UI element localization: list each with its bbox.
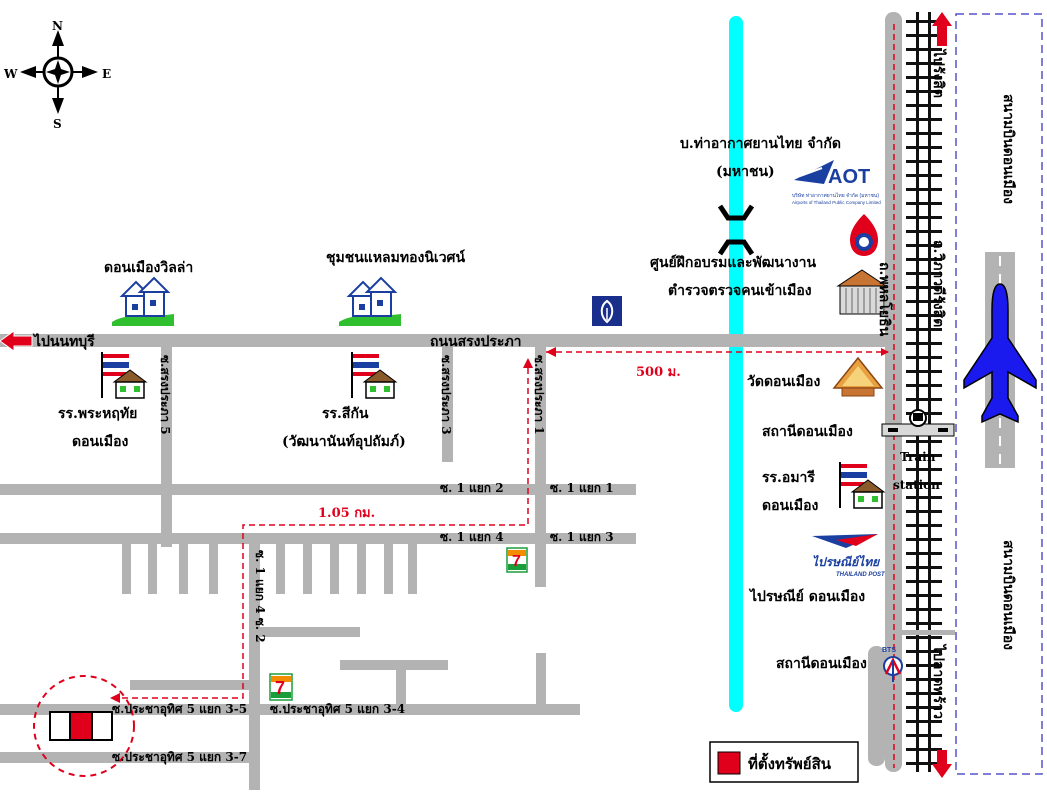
villa-label: ดอนเมืองวิลล่า bbox=[104, 260, 193, 276]
bridge-icon bbox=[717, 204, 755, 256]
school3-label-line2: ดอนเมือง bbox=[762, 498, 818, 514]
to-ladprao-label: ไปลาดพร้าว bbox=[930, 643, 948, 719]
rangsit-arrow-icon bbox=[932, 12, 952, 46]
compass-w: W bbox=[3, 67, 18, 81]
school1-label-line1: รร.พระหฤทัย bbox=[58, 406, 137, 422]
soi-3-5-road bbox=[0, 704, 580, 715]
aot-label-line2: (มหาชน) bbox=[716, 164, 775, 180]
bank-icon bbox=[592, 296, 622, 326]
seven-eleven-label: 7 bbox=[512, 553, 521, 570]
soi-1-4-label: ซ. 1 แยก 4 bbox=[440, 530, 504, 544]
to-rangsit-label: ไปรังสิต bbox=[930, 48, 948, 98]
property-marker bbox=[33, 675, 135, 777]
soi-1-1-label: ซ. 1 แยก 1 bbox=[550, 481, 614, 495]
road-network bbox=[0, 12, 902, 790]
route-105km bbox=[110, 358, 533, 703]
soi-1-4-2-road bbox=[249, 544, 260, 790]
airport-label-bottom: สนามบินดอนเมือง bbox=[1000, 540, 1016, 650]
post-logo-en: THAILAND POST bbox=[836, 572, 886, 578]
school2-label-line1: รร.สีกัน bbox=[322, 406, 369, 422]
distance-105km-label: 1.05 กม. bbox=[318, 506, 375, 521]
school-icon bbox=[351, 352, 398, 399]
post-logo-th: ไปรษณีย์ไทย bbox=[812, 554, 880, 569]
nonthaburi-arrow-icon bbox=[0, 330, 33, 352]
bts-logo-text: BTS bbox=[882, 647, 896, 654]
bts-station-label: สถานีดอนเมือง bbox=[776, 656, 867, 672]
house-icon bbox=[339, 276, 401, 326]
train-station-icon bbox=[881, 409, 955, 437]
aot-logo-text: AOT bbox=[828, 166, 870, 188]
seven-eleven-label: 7 bbox=[275, 678, 285, 698]
route-500m bbox=[546, 347, 889, 357]
distance-500m-label: 500 ม. bbox=[636, 365, 681, 380]
post-office-label: ไปรษณีย์ ดอนเมือง bbox=[748, 587, 865, 605]
house-icon bbox=[112, 276, 174, 326]
legend-label: ที่ตั้งทรัพย์สิน bbox=[748, 752, 832, 773]
train-label-line1: Train bbox=[900, 450, 936, 464]
compass-s: S bbox=[53, 117, 62, 131]
soi-1-4-2-label: ซ. 1 แยก 4 ซ. 2 bbox=[253, 550, 267, 643]
compass-n: N bbox=[52, 19, 63, 33]
aot-logo-sub2: Airports of Thailand Public Company Limi… bbox=[792, 200, 881, 205]
to-nonthaburi-label: ไปนนทบุรี bbox=[32, 332, 95, 350]
soi-1-2-road bbox=[0, 484, 636, 495]
seven-eleven-icon: 7 bbox=[269, 673, 293, 701]
soi-sarng-1-road bbox=[535, 347, 546, 587]
canal bbox=[729, 16, 743, 712]
phahon-road bbox=[885, 12, 902, 772]
government-building-icon bbox=[836, 269, 888, 315]
compass-rose: N S W E bbox=[3, 19, 111, 131]
airplane-icon bbox=[963, 283, 1037, 424]
soi-3-5-label: ซ.ประชาอุทิศ 5 แยก 3-5 bbox=[112, 702, 247, 717]
compass-e: E bbox=[102, 67, 111, 81]
school2-label-line2: (วัฒนานันท์อุปถัมภ์) bbox=[282, 433, 406, 450]
legend-swatch bbox=[717, 751, 741, 775]
aot-label-line1: บ.ท่าอากาศยานไทย จำกัด bbox=[680, 134, 841, 152]
soi-sarng-3-label: ซ.สรงประภา 3 bbox=[439, 355, 453, 435]
soi-1-2-label: ซ. 1 แยก 2 bbox=[440, 481, 504, 495]
temple-icon bbox=[832, 356, 884, 397]
airport-label-top: สนามบินดอนเมือง bbox=[1000, 94, 1016, 204]
soi-sarng-1-label: ซ.สรงประภา 1 bbox=[532, 355, 546, 435]
main-road-label: ถนนสรงประภา bbox=[430, 334, 522, 350]
station-label: สถานีดอนเมือง bbox=[762, 424, 853, 440]
thailand-post-logo: ไปรษณีย์ไทย THAILAND POST bbox=[812, 534, 886, 578]
school3-label-line1: รร.อมารี bbox=[762, 470, 815, 486]
soi-3-7-road bbox=[0, 752, 260, 763]
soi-sarng-5-label: ซ.สรงประภา 5 bbox=[158, 355, 172, 435]
aot-logo: AOT บริษัท ท่าอากาศยานไทย จำกัด (มหาชน) … bbox=[792, 160, 881, 205]
legend: ที่ตั้งทรัพย์สิน bbox=[709, 741, 859, 783]
ladprao-arrow-icon bbox=[932, 750, 952, 778]
soi-1-3-road bbox=[0, 533, 636, 544]
airport-boundary bbox=[955, 13, 1043, 775]
school-icon bbox=[101, 352, 148, 399]
soi-3-7-label: ซ.ประชาอุทิศ 5 แยก 3-7 bbox=[112, 750, 247, 765]
soi-sarng-5-road bbox=[161, 347, 172, 547]
soi-3-4-label: ซ.ประชาอุทิศ 5 แยก 3-4 bbox=[270, 702, 405, 717]
railway bbox=[906, 12, 942, 772]
wat-label: วัดดอนเมือง bbox=[747, 374, 820, 390]
school1-label-line2: ดอนเมือง bbox=[72, 434, 128, 450]
soi-sarng-3-road bbox=[442, 347, 453, 462]
seven-eleven-icon: 7 bbox=[506, 547, 528, 573]
train-label-line2: station bbox=[893, 478, 940, 492]
vibhavadi-label: ถ.วิภาวดีรังสิต bbox=[930, 240, 946, 327]
training-label-line1: ศูนย์ฝึกอบรมและพัฒนางาน bbox=[650, 254, 817, 271]
ptt-logo-icon bbox=[850, 214, 878, 256]
aot-logo-sub1: บริษัท ท่าอากาศยานไทย จำกัด (มหาชน) bbox=[792, 192, 879, 199]
soi-1-3-label: ซ. 1 แยก 3 bbox=[550, 530, 614, 544]
bts-logo: BTS bbox=[882, 647, 903, 682]
training-label-line2: ตำรวจตรวจคนเข้าเมือง bbox=[668, 283, 812, 299]
chumchon-label: ชุมชนแหลมทองนิเวศน์ bbox=[326, 249, 465, 266]
phahon-label: ถ.พหลโยธิน bbox=[876, 262, 894, 337]
school-icon bbox=[839, 462, 886, 509]
main-road bbox=[0, 334, 900, 347]
